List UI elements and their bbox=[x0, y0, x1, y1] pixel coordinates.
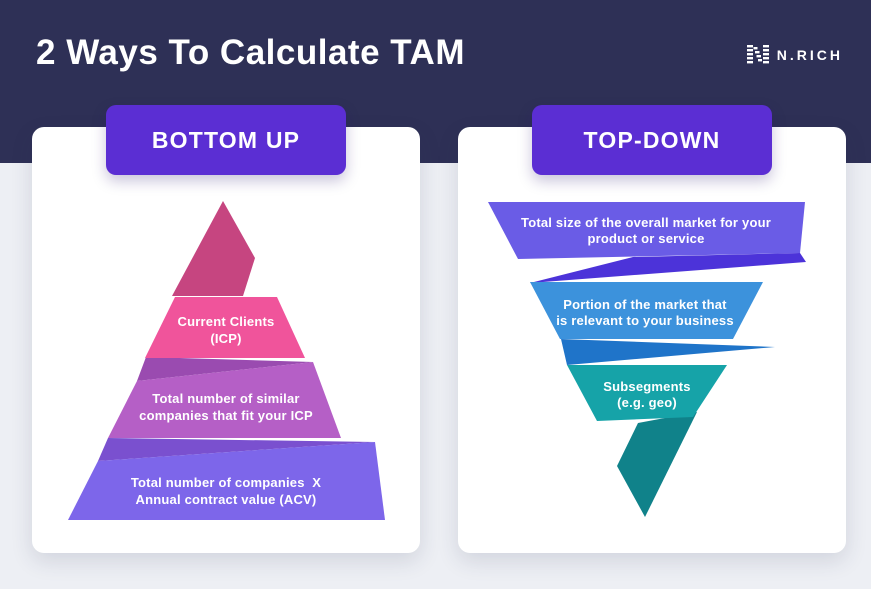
pyramid-fold-1 bbox=[137, 357, 313, 381]
top-down-badge: TOP-DOWN bbox=[532, 105, 772, 175]
segment-text: Portion of the market that bbox=[563, 297, 727, 312]
segment-label-total-market: Total size of the overall market for you… bbox=[496, 215, 796, 247]
brand-name: N.RICH bbox=[776, 46, 843, 63]
top-down-card: TOP-DOWN Total size of the overall marke… bbox=[458, 105, 846, 553]
funnel-diagram bbox=[488, 202, 806, 517]
segment-label-icp: Current Clients (ICP) bbox=[126, 313, 326, 347]
bottom-up-badge: BOTTOM UP bbox=[106, 105, 346, 175]
pyramid-segment-similar-companies bbox=[108, 362, 341, 438]
pyramid-segment-acv bbox=[68, 442, 385, 520]
funnel-tail-shape bbox=[617, 412, 697, 517]
segment-text: Total size of the overall market for you… bbox=[521, 215, 771, 230]
funnel-fold-2 bbox=[561, 339, 775, 365]
segment-text: (ICP) bbox=[210, 331, 242, 346]
segment-text: product or service bbox=[587, 231, 705, 246]
brand-logo: N.RICH bbox=[746, 45, 843, 64]
funnel-segment-relevant-market bbox=[530, 282, 763, 339]
segment-text: is relevant to your business bbox=[556, 313, 734, 328]
nrich-logo-icon bbox=[746, 45, 769, 64]
segment-text: (e.g. geo) bbox=[617, 395, 677, 410]
segment-label-subsegments: Subsegments (e.g. geo) bbox=[567, 379, 727, 411]
segment-text: Annual contract value (ACV) bbox=[135, 492, 317, 507]
segment-text: Total number of companies X bbox=[130, 475, 322, 490]
segment-text: Total number of similar bbox=[152, 391, 300, 406]
funnel-segment-total-market bbox=[488, 202, 805, 259]
segment-label-relevant-market: Portion of the market that is relevant t… bbox=[525, 297, 765, 329]
segment-text: Subsegments bbox=[603, 379, 691, 394]
segment-label-acv: Total number of companies X Annual contr… bbox=[86, 474, 366, 508]
pyramid-segment-icp bbox=[145, 297, 305, 358]
pyramid-top-shape bbox=[172, 201, 255, 296]
segment-text: Current Clients bbox=[177, 314, 275, 329]
pyramid-diagram bbox=[68, 201, 385, 520]
segment-text: companies that fit your ICP bbox=[139, 408, 313, 423]
page-title: 2 Ways To Calculate TAM bbox=[36, 33, 465, 72]
funnel-fold-1 bbox=[530, 253, 806, 283]
pyramid-fold-2 bbox=[98, 438, 375, 461]
bottom-up-card: BOTTOM UP Current Clients (ICP) Total nu… bbox=[32, 105, 420, 553]
funnel-segment-subsegments bbox=[567, 365, 727, 421]
segment-label-similar-companies: Total number of similar companies that f… bbox=[96, 390, 356, 424]
